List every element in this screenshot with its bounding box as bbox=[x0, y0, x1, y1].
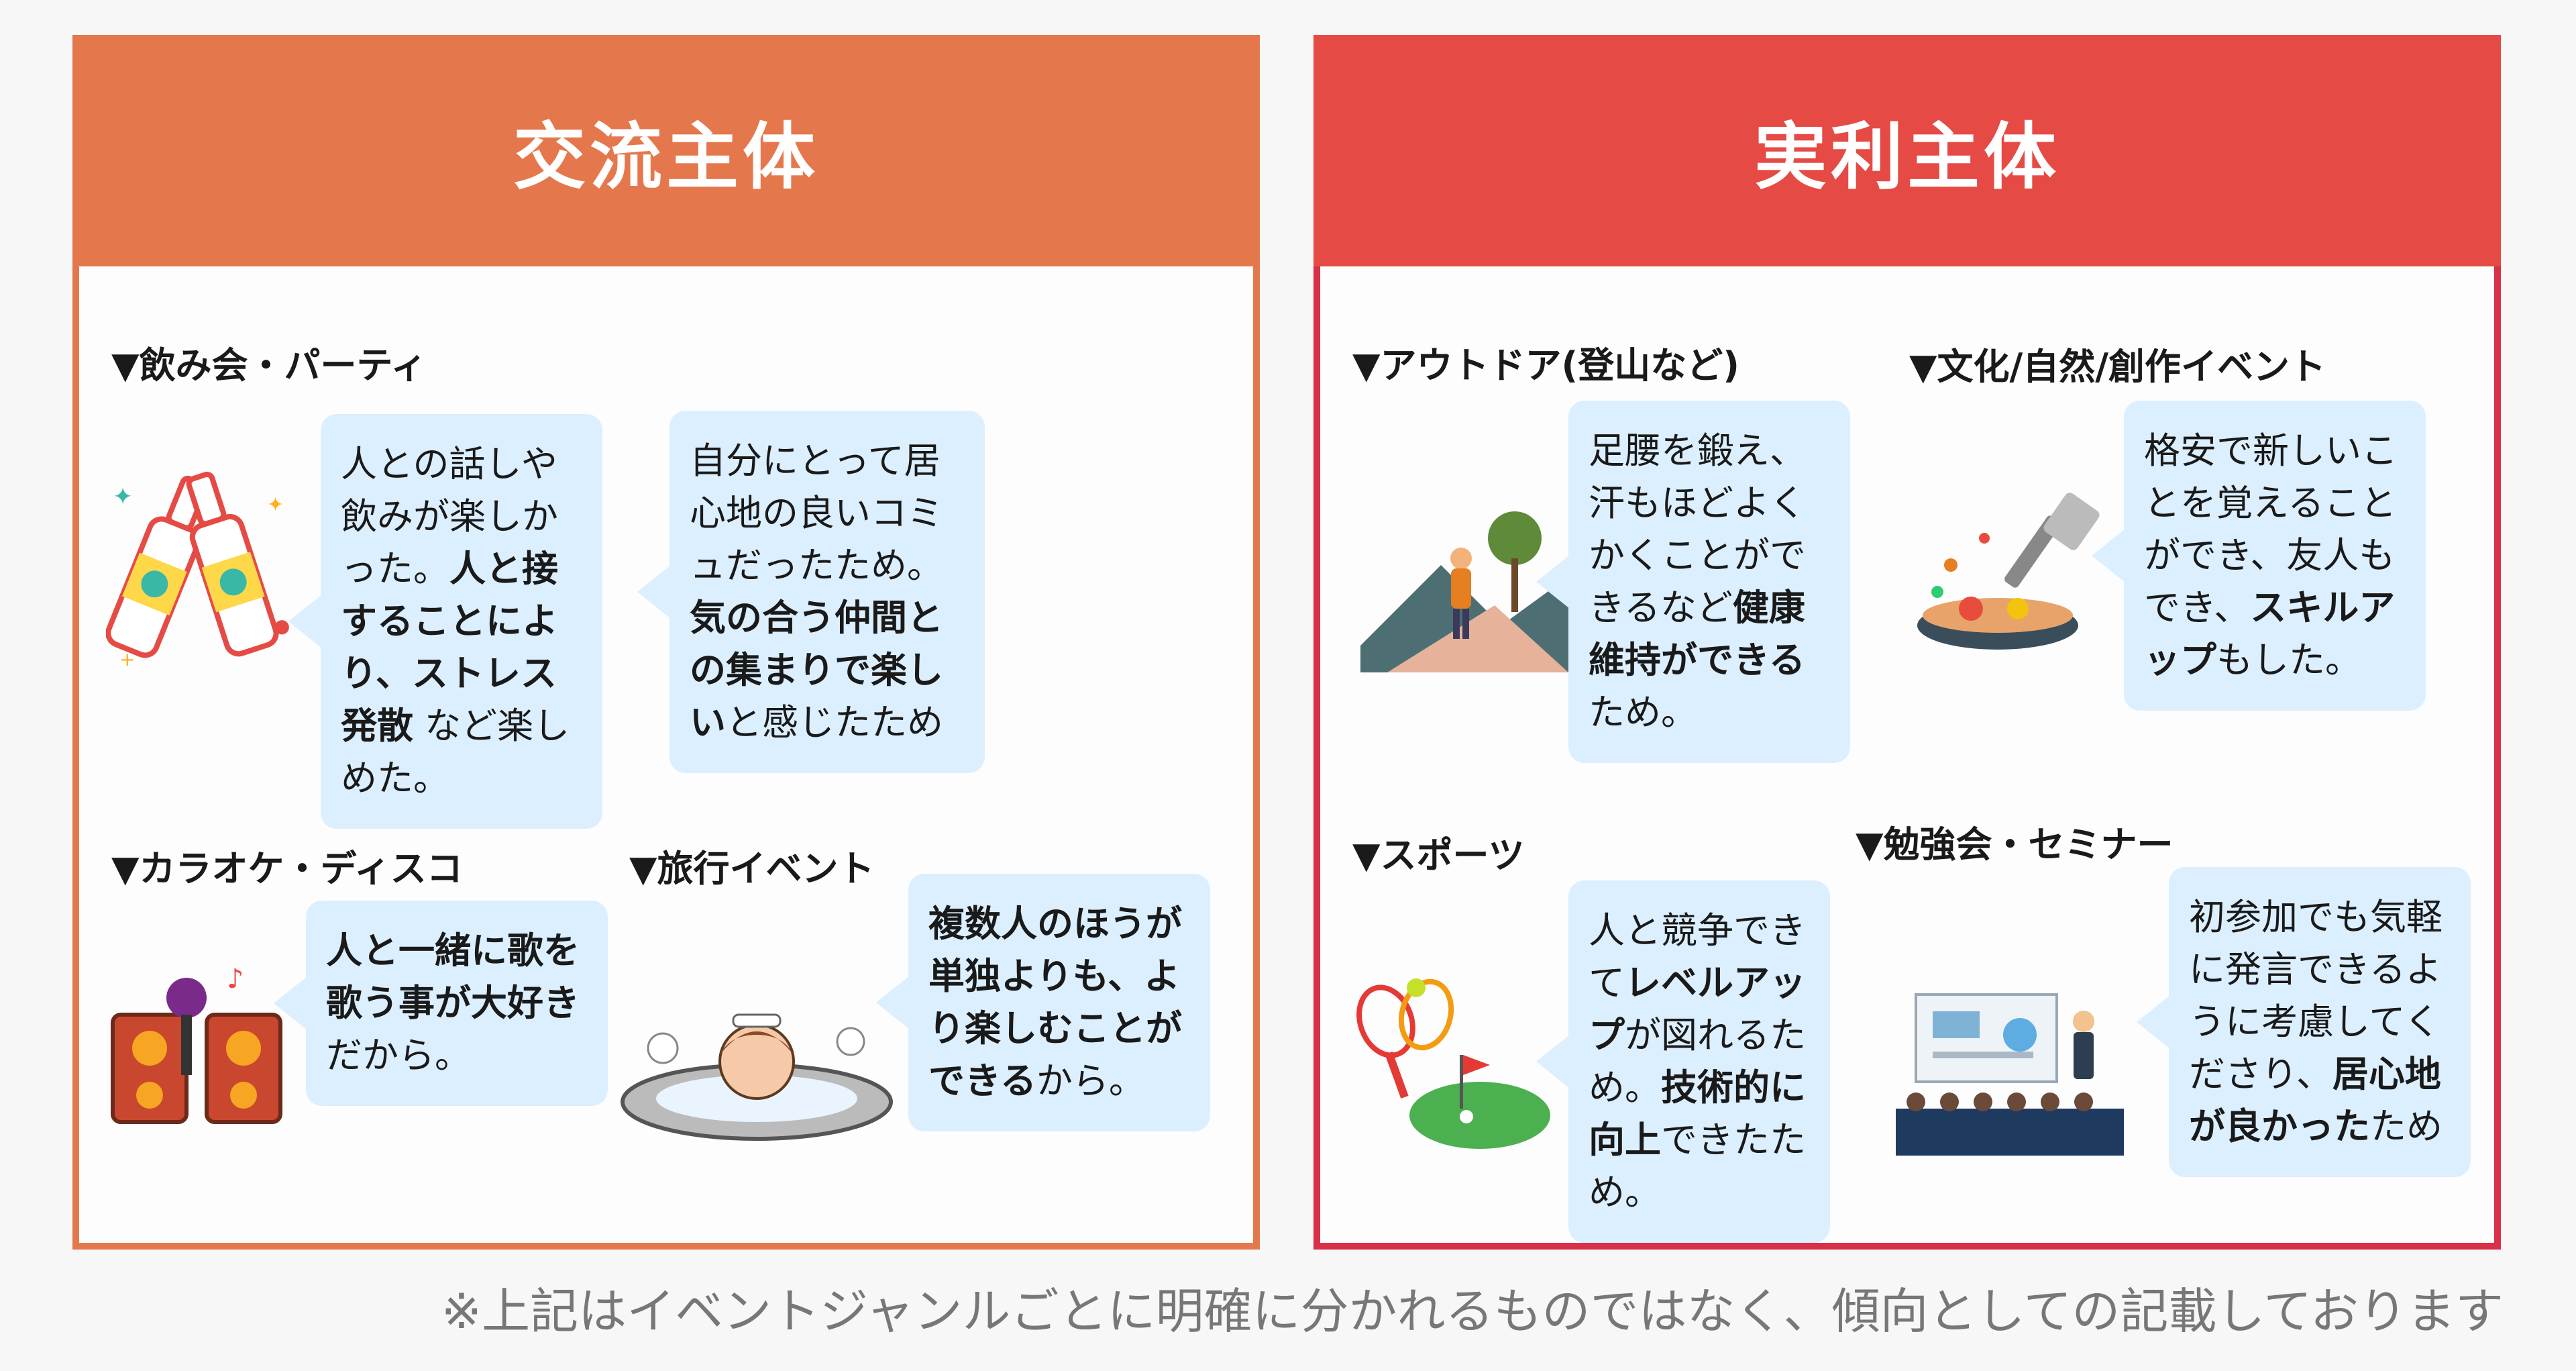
outdoor-title: ▼アウトドア(登山など) bbox=[1352, 344, 1739, 387]
svg-text:✦: ✦ bbox=[113, 483, 133, 511]
beer-bottles-icon: ✦ ✦ ● + bbox=[106, 471, 290, 670]
seminar-icon bbox=[1896, 993, 2124, 1156]
practical-panel: 実利主体 ▼アウトドア(登山など) 足腰を鍛え、汗もほどよくかくことができるなど… bbox=[1313, 35, 2501, 1250]
culture-title: ▼文化/自然/創作イベント bbox=[1909, 346, 2326, 388]
karaoke-speakers-icon: ♪ bbox=[111, 964, 282, 1124]
karaoke-title: ▼カラオケ・ディスコ bbox=[111, 848, 463, 890]
tennis-golf-icon bbox=[1356, 978, 1550, 1149]
culture-bubble: 格安で新しいことを覚えることができ、友人もでき、スキルアップもした。 bbox=[2124, 401, 2426, 711]
study-title: ▼勉強会・セミナー bbox=[1856, 823, 2174, 866]
hiker-icon bbox=[1360, 511, 1575, 672]
sports-title: ▼スポーツ bbox=[1352, 834, 1525, 876]
social-panel: 交流主体 ▼飲み会・パーティ ✦ ✦ ● + 人との話しや飲みが楽しかった。人と… bbox=[72, 35, 1260, 1250]
drinking-bubble-1: 人との話しや飲みが楽しかった。人と接することにより、ストレス発散 など楽しめた。 bbox=[321, 414, 602, 829]
svg-text:+: + bbox=[119, 648, 135, 670]
svg-text:✦: ✦ bbox=[267, 493, 284, 517]
svg-text:●: ● bbox=[274, 615, 290, 637]
social-panel-title: 交流主体 bbox=[72, 35, 1260, 266]
drinking-party-title: ▼飲み会・パーティ bbox=[111, 344, 427, 387]
practical-panel-title: 実利主体 bbox=[1313, 35, 2501, 266]
travel-bubble: 複数人のほうが単独よりも、より楽しむことができるから。 bbox=[908, 874, 1210, 1131]
svg-text:♪: ♪ bbox=[227, 964, 244, 995]
footnote: ※上記はイベントジャンルごとに明確に分かれるものではなく、傾向としての記載してお… bbox=[441, 1283, 2504, 1339]
drinking-bubble-2: 自分にとって居心地の良いコミュだったため。気の合う仲間との集まりで楽しいと感じた… bbox=[669, 411, 985, 773]
outdoor-bubble: 足腰を鍛え、汗もほどよくかくことができるなど健康維持ができるため。 bbox=[1568, 401, 1850, 763]
hot-spring-icon bbox=[621, 1013, 893, 1141]
study-bubble: 初参加でも気軽に発言できるように考慮してくださり、居心地が良かったため bbox=[2169, 867, 2471, 1177]
cooking-pan-icon bbox=[1917, 493, 2100, 650]
sports-bubble: 人と競争できてレベルアップが図れるため。技術的に向上できたため。 bbox=[1568, 880, 1830, 1243]
karaoke-bubble: 人と一緒に歌を歌う事が大好きだから。 bbox=[306, 901, 608, 1106]
travel-title: ▼旅行イベント bbox=[629, 848, 875, 890]
